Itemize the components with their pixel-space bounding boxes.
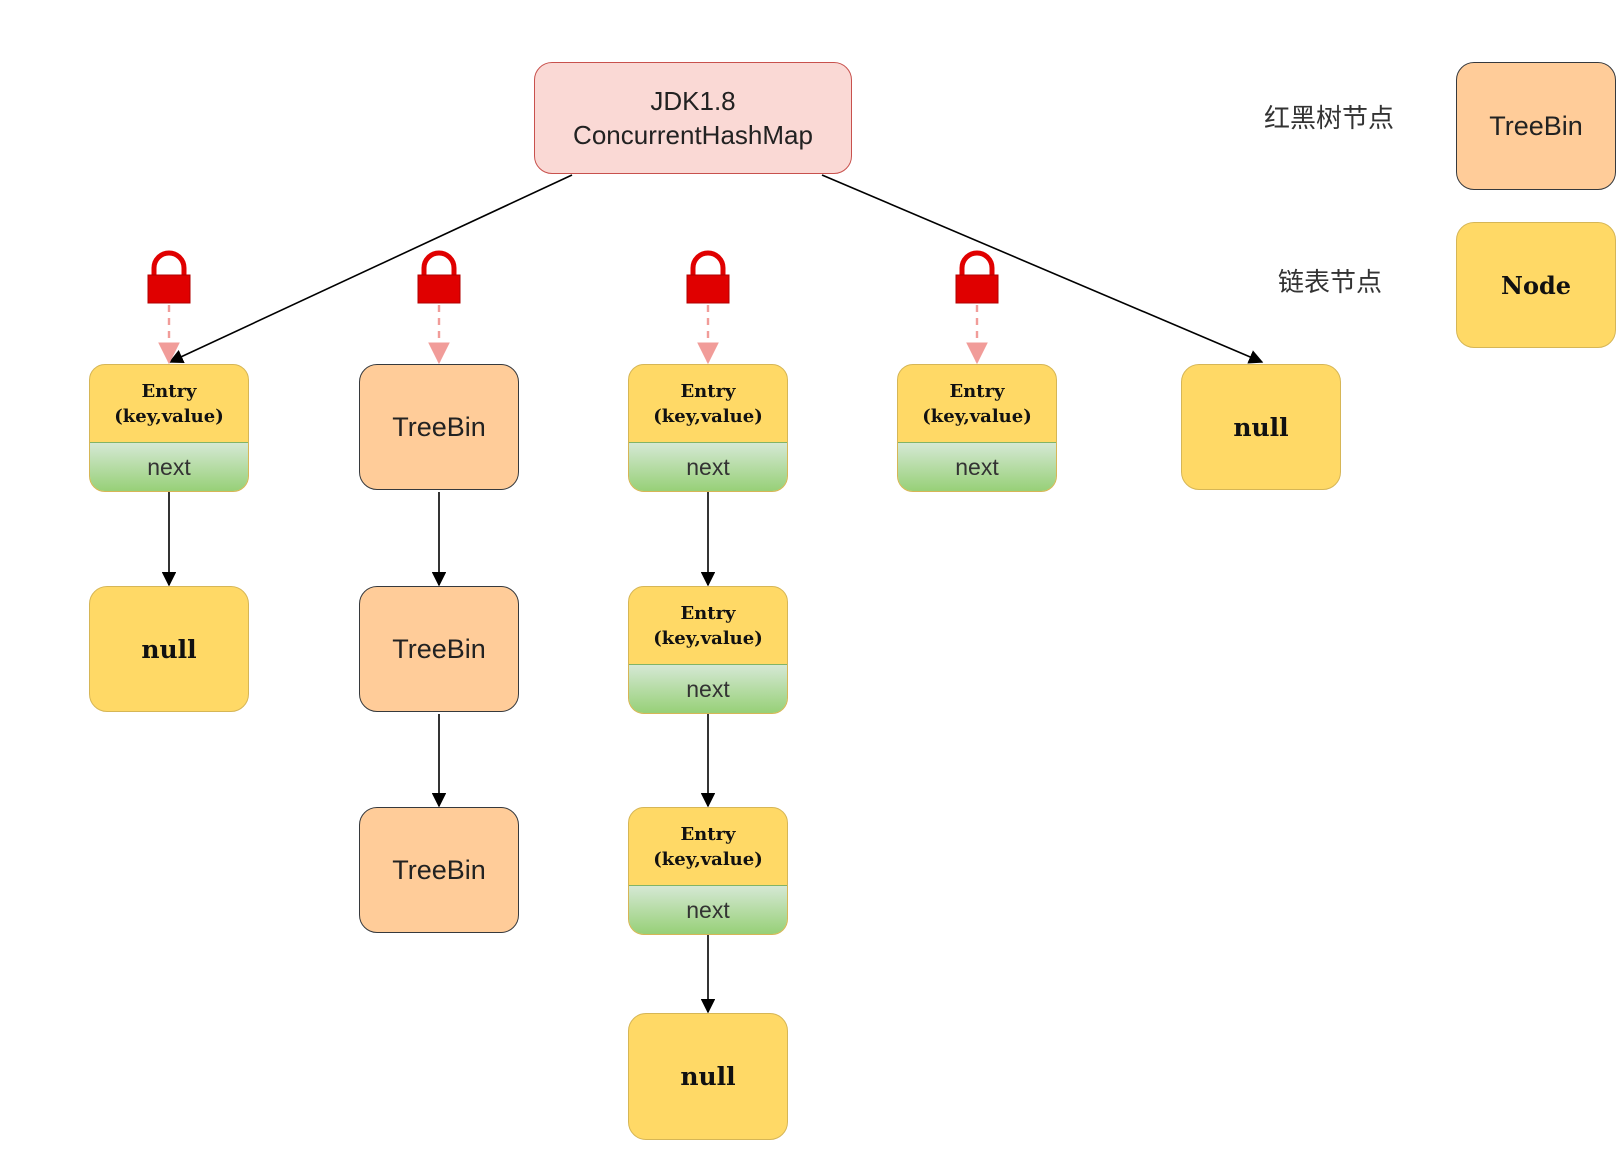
entry-label: Entry [949,381,1005,402]
entry-label: Entry [680,381,736,402]
legend-box-treebin: TreeBin [1456,62,1616,190]
entry-key-value: (key,value) [114,406,224,427]
entry-next-pointer: next [90,442,248,491]
entry-node: Entry (key,value) next [89,364,249,492]
entry-next-pointer: next [898,442,1056,491]
root-title-line2: ConcurrentHashMap [573,120,813,150]
lock-icon [955,250,999,304]
entry-content: Entry (key,value) [898,365,1056,443]
edge-root-to-first-bucket [168,174,573,364]
entry-node: Entry (key,value) next [897,364,1057,492]
entry-label: Entry [680,824,736,845]
entry-content: Entry (key,value) [90,365,248,443]
entry-key-value: (key,value) [922,406,1032,427]
entry-node: Entry (key,value) next [628,807,788,935]
edges [158,174,1264,1014]
treebin-node: TreeBin [359,364,519,490]
entry-label: Entry [141,381,197,402]
entry-node: Entry (key,value) next [628,364,788,492]
null-node: null [1181,364,1341,490]
null-node: null [628,1013,788,1140]
lock-icon [147,250,191,304]
entry-content: Entry (key,value) [629,587,787,665]
root-title-line1: JDK1.8 [650,86,736,116]
legend-box-node: Node [1456,222,1616,348]
null-node: null [89,586,249,712]
entry-next-pointer: next [629,885,787,934]
entry-key-value: (key,value) [653,849,763,870]
entry-key-value: (key,value) [653,406,763,427]
legend-label-node: 链表节点 [1278,268,1383,298]
entry-key-value: (key,value) [653,628,763,649]
treebin-node: TreeBin [359,807,519,933]
legend-label-treebin: 红黑树节点 [1264,104,1395,134]
locks [147,250,999,304]
root-concurrenthashmap: JDK1.8 ConcurrentHashMap [534,62,852,174]
entry-next-pointer: next [629,442,787,491]
treebin-node: TreeBin [359,586,519,712]
lock-icon [417,250,461,304]
entry-node: Entry (key,value) next [628,586,788,714]
edge-root-to-last-bucket [821,174,1264,364]
lock-icon [686,250,730,304]
entry-content: Entry (key,value) [629,365,787,443]
entry-label: Entry [680,603,736,624]
entry-content: Entry (key,value) [629,808,787,886]
entry-next-pointer: next [629,664,787,713]
